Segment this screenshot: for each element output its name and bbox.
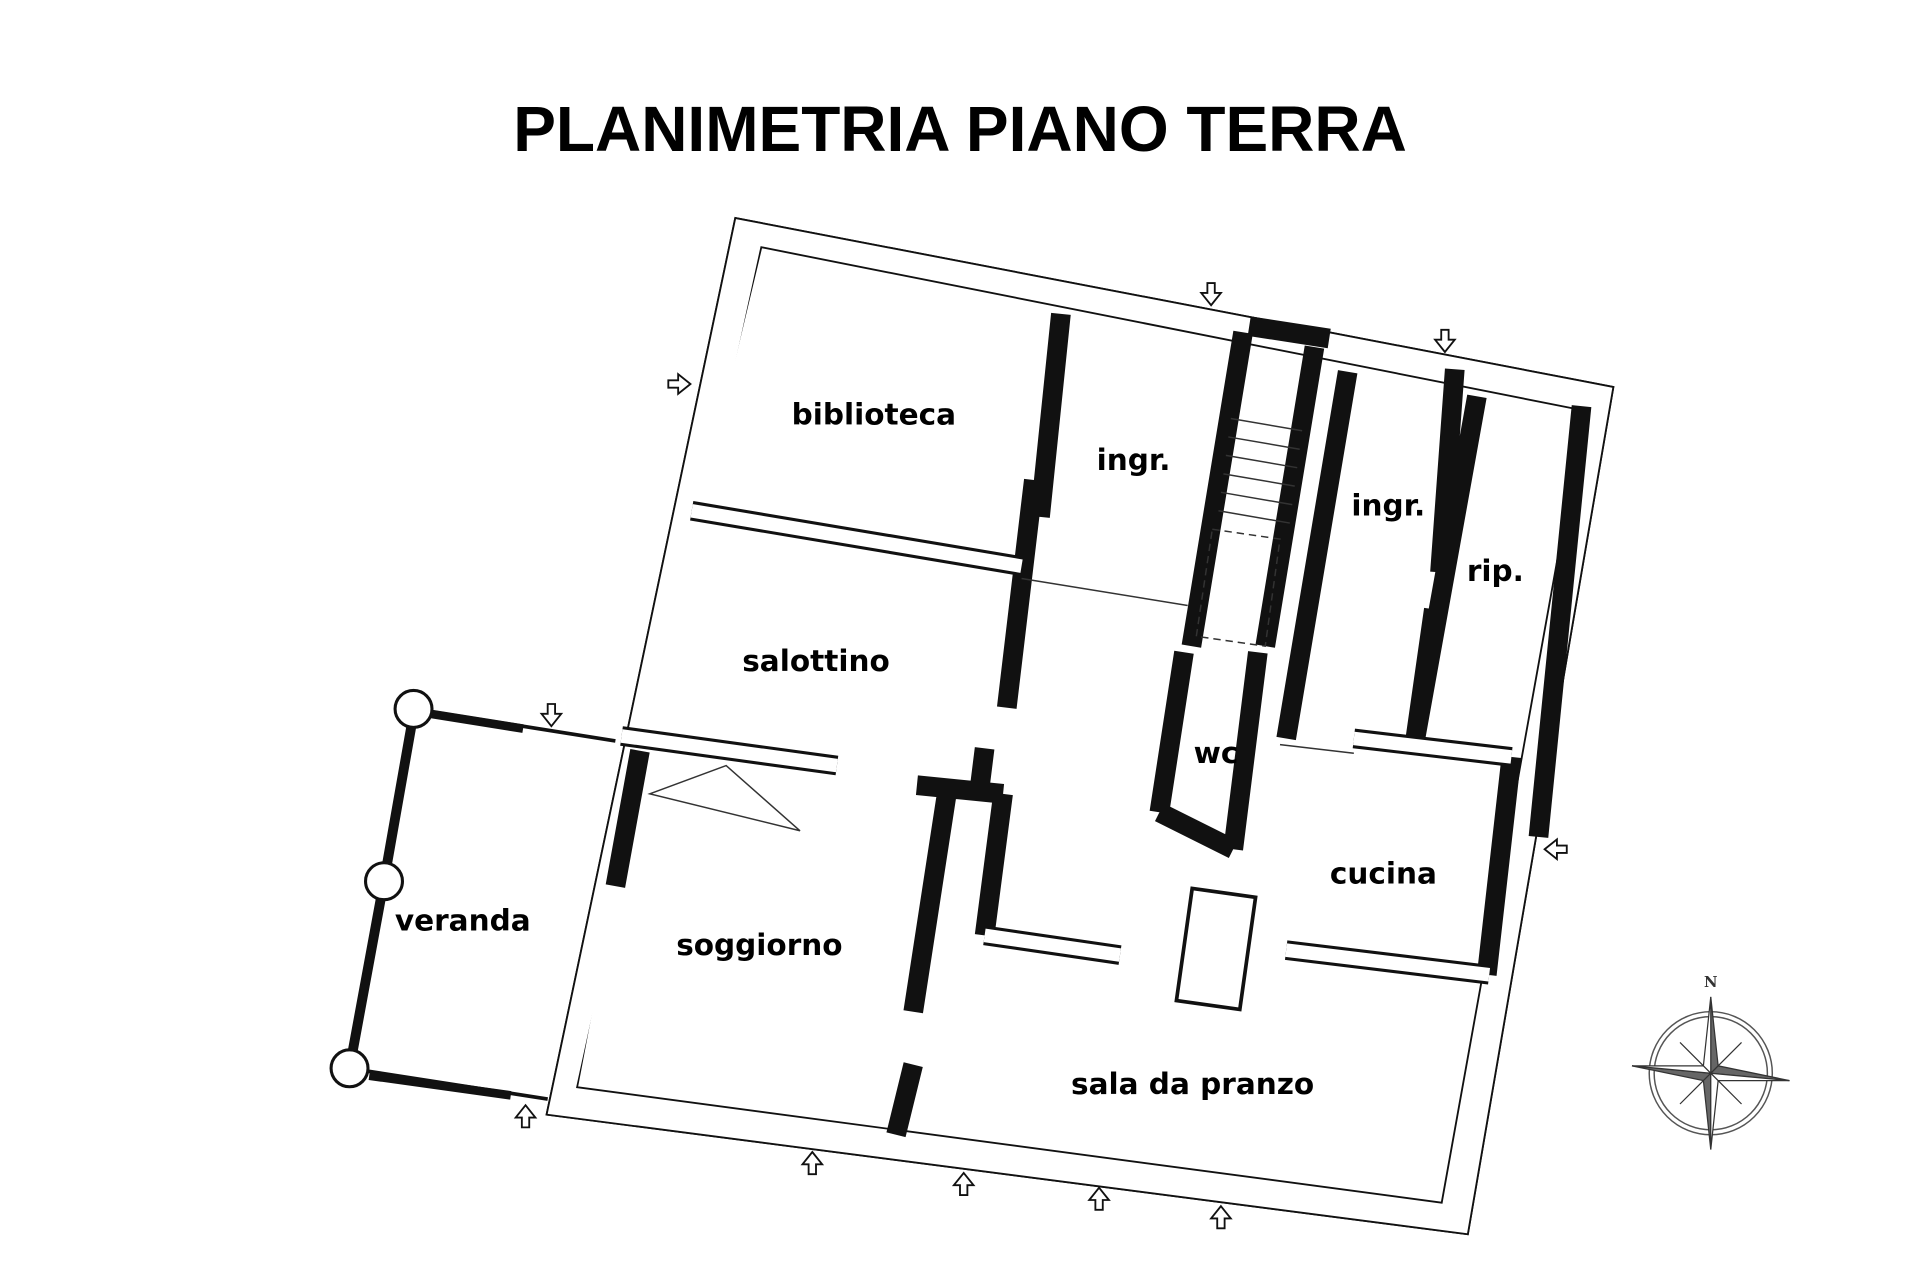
veranda-structure <box>329 688 616 1101</box>
room-label-salottino: salottino <box>742 644 890 678</box>
page-title: PLANIMETRIA PIANO TERRA <box>513 93 1407 165</box>
entrance-arrows <box>513 282 1568 1230</box>
compass-rose-icon: N <box>1631 974 1790 1150</box>
compass-north-label: N <box>1704 974 1717 991</box>
room-label-ripostiglio: rip. <box>1467 554 1524 588</box>
room-label-ingresso: ingr. <box>1097 443 1171 477</box>
room-label-soggiorno: soggiorno <box>676 928 842 962</box>
room-label-biblioteca: biblioteca <box>792 398 956 432</box>
room-label-wc: wc <box>1194 736 1239 770</box>
room-label-sala-da-pranzo: sala da pranzo <box>1071 1067 1314 1101</box>
interior-walls <box>605 312 1592 1138</box>
room-label-cucina: cucina <box>1330 857 1437 891</box>
room-label-ingresso-2: ingr. <box>1351 489 1425 523</box>
room-label-veranda: veranda <box>395 903 531 937</box>
